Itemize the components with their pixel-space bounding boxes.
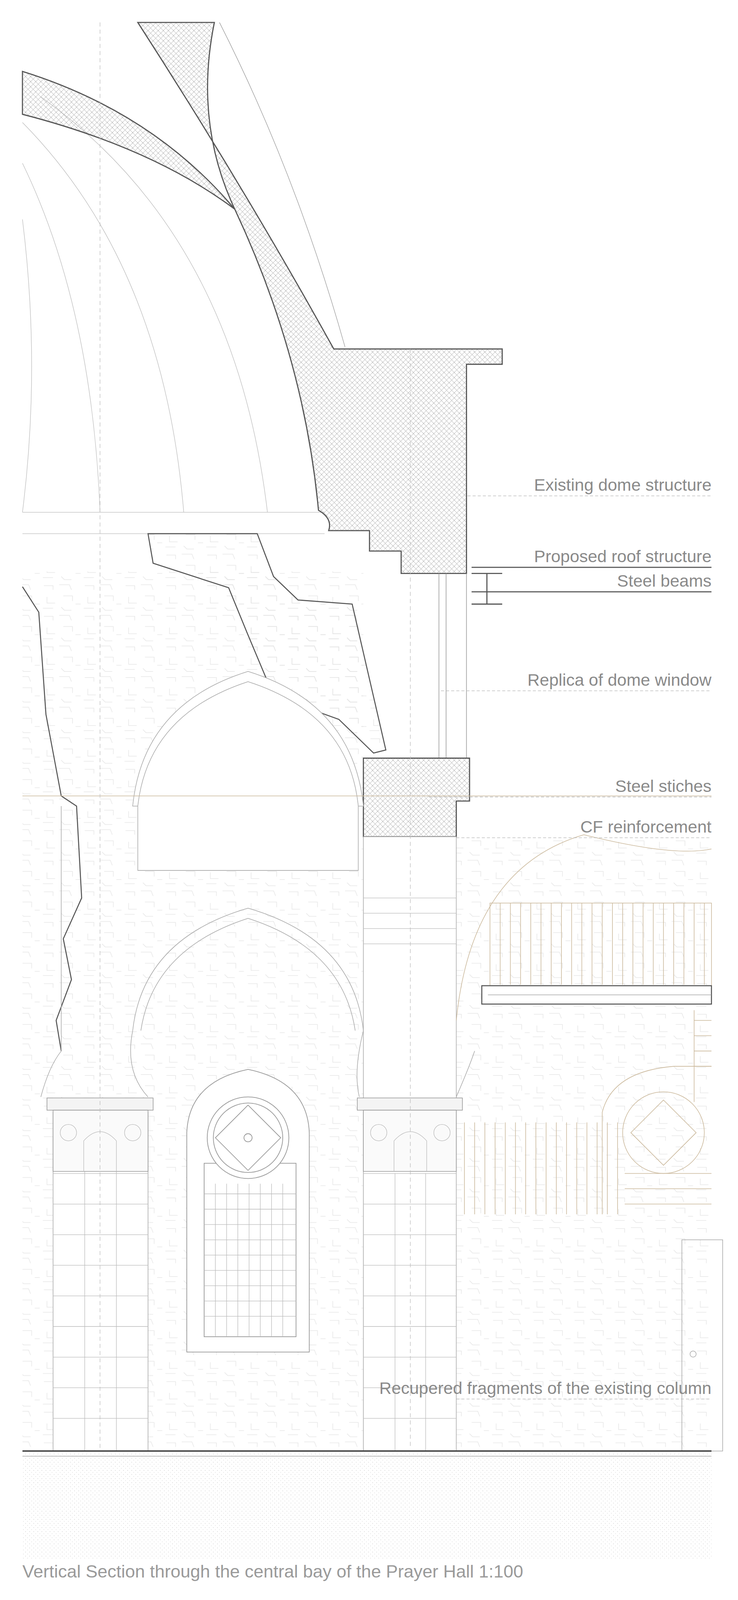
callout-label: Steel stiches [615, 777, 712, 795]
callout-label: Replica of dome window [527, 671, 712, 689]
drawing-caption: Vertical Section through the central bay… [22, 1562, 524, 1581]
callout-label: Steel beams [617, 572, 712, 590]
callout-label: Recupered fragments of the existing colu… [379, 1380, 712, 1398]
callout-label: CF reinforcement [580, 818, 712, 836]
callout-label: Existing dome structure [534, 476, 712, 494]
callout-label: Proposed roof structure [533, 548, 712, 566]
